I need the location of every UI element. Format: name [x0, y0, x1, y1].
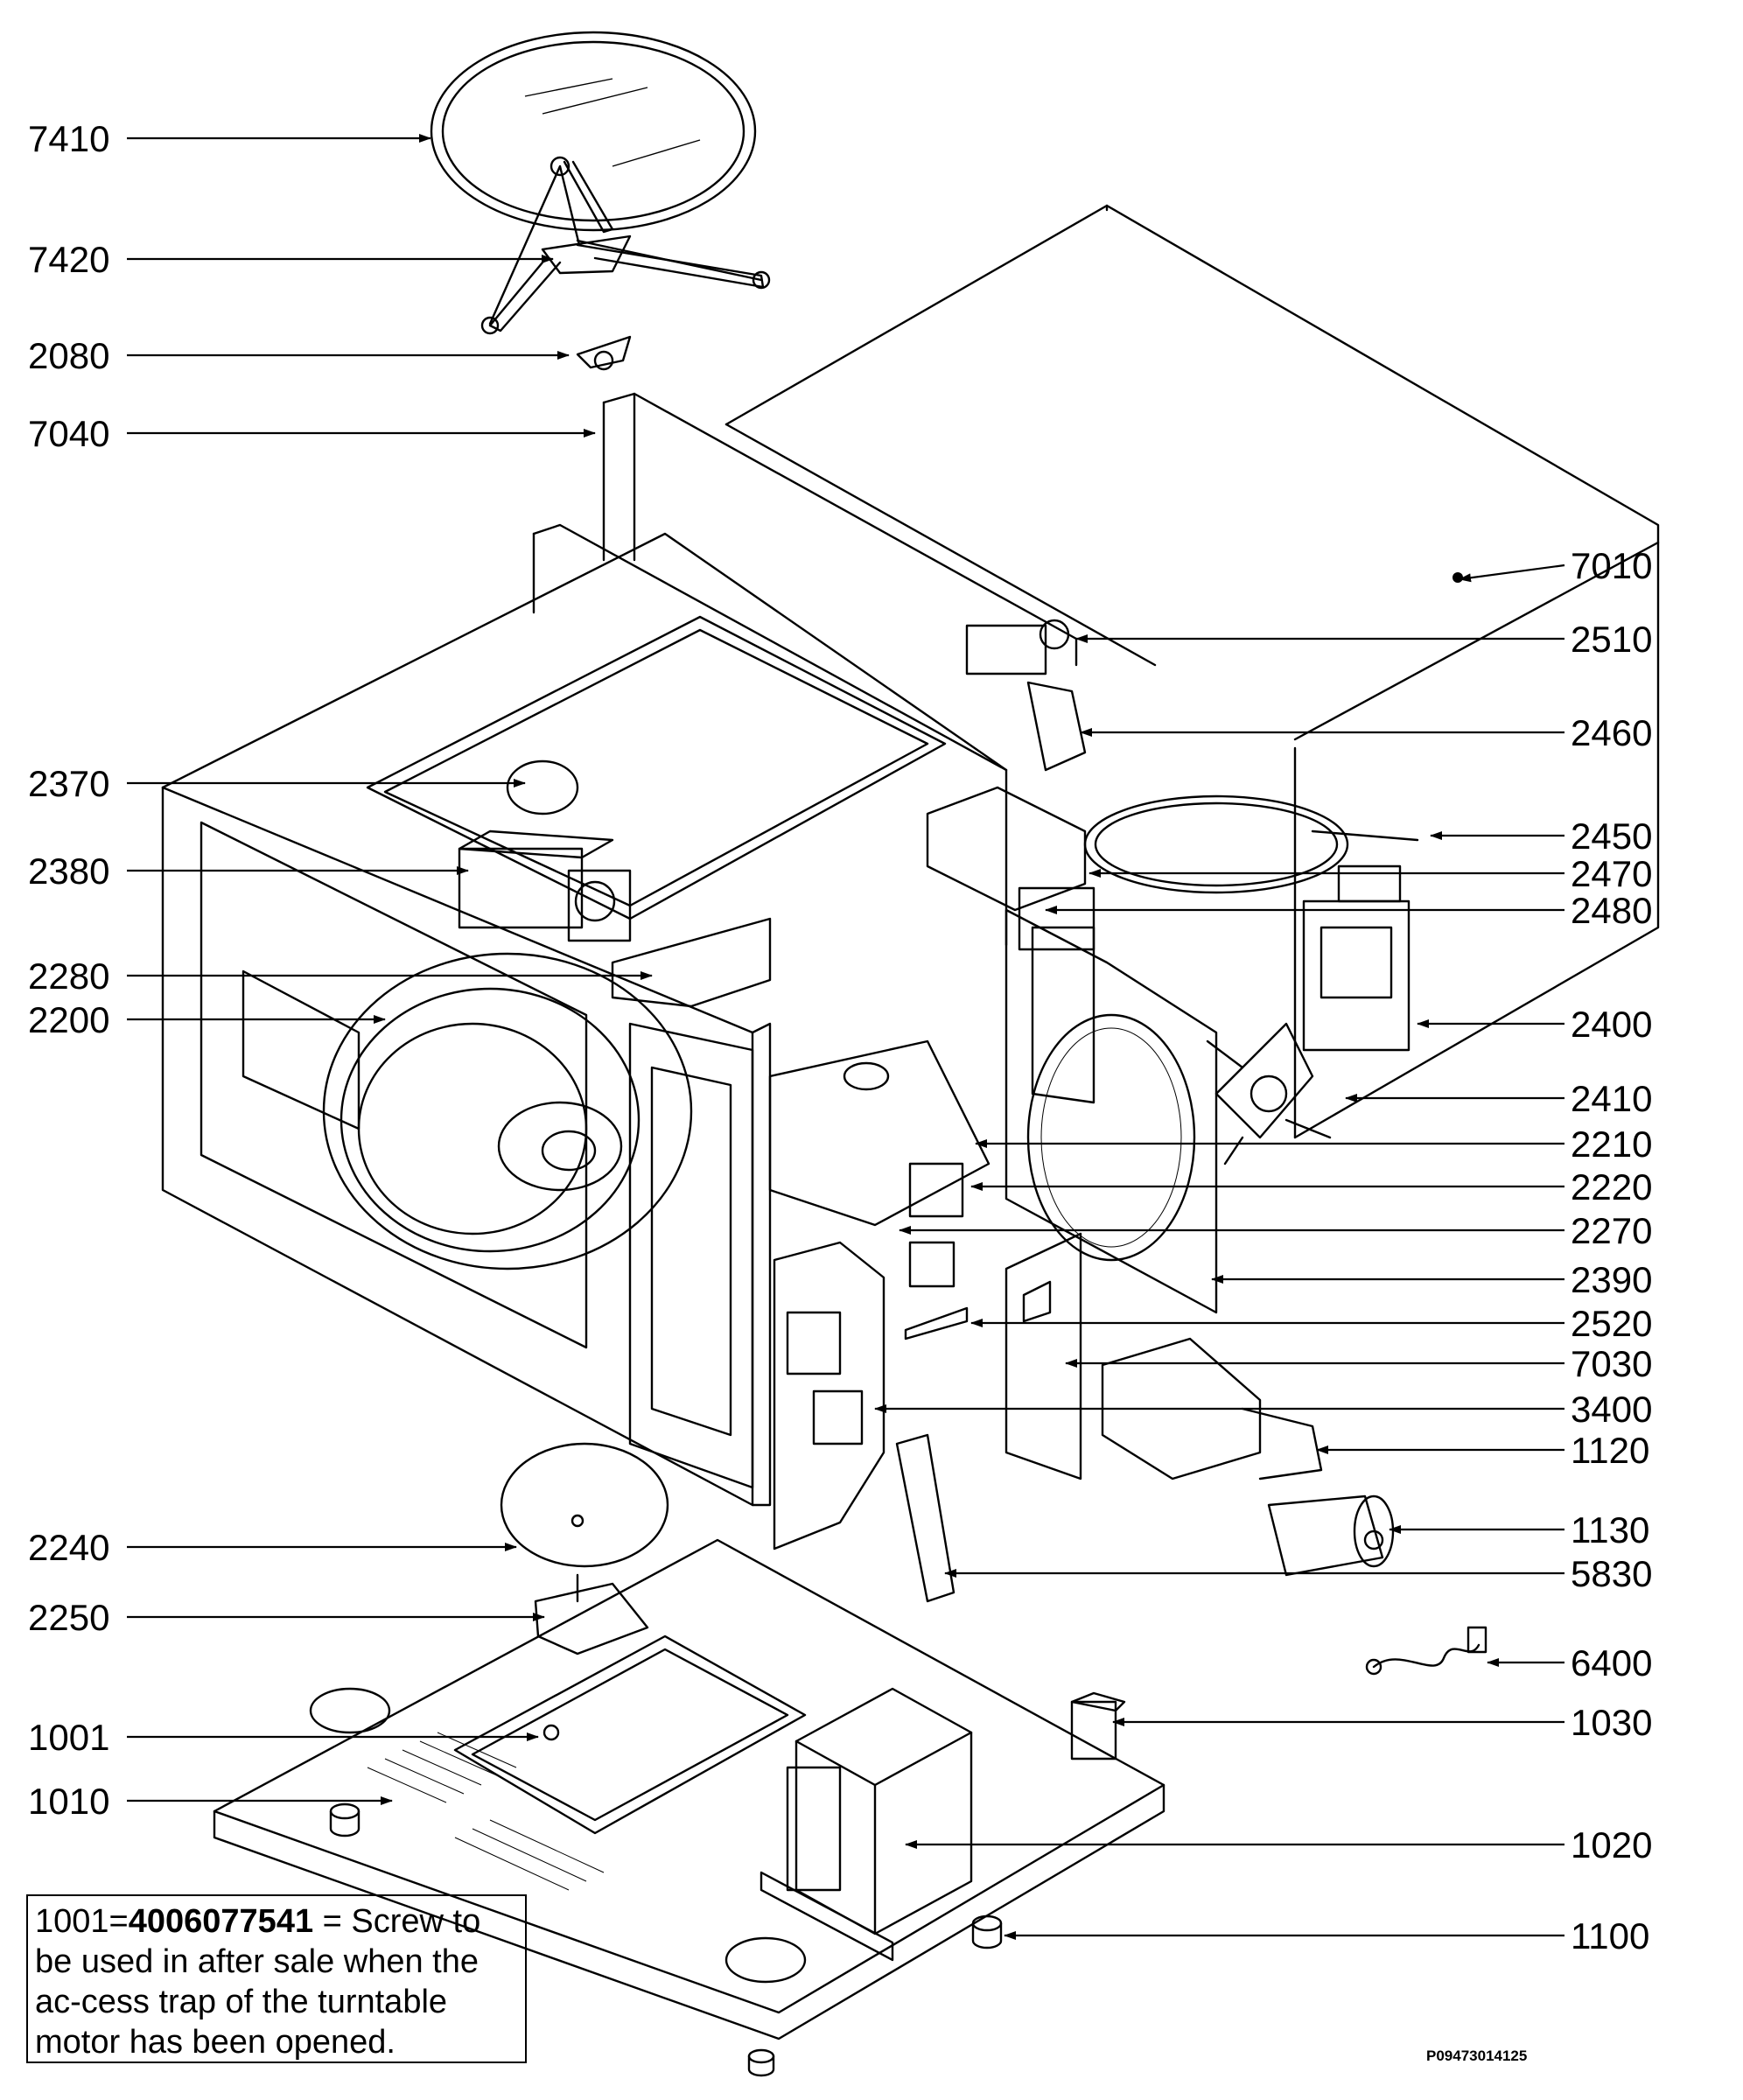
- callout-label-2410: 2410: [1571, 1078, 1652, 1119]
- fan-motor: [1208, 901, 1409, 1164]
- front-frame: [630, 1024, 752, 1488]
- callout-label-1130: 1130: [1571, 1509, 1649, 1550]
- note-equals-1: =: [108, 1903, 129, 1940]
- service-note: 1001=4006077541 = Screw to be used in af…: [26, 1894, 527, 2063]
- fan-duct-plate: [1006, 910, 1216, 1312]
- callout-label-1100: 1100: [1571, 1915, 1649, 1956]
- high-voltage-transformer: [761, 1689, 971, 1960]
- turntable-coupler: [578, 337, 630, 369]
- callout-label-2250: 2250: [28, 1597, 109, 1638]
- callout-label-2390: 2390: [1571, 1259, 1652, 1300]
- door-interlock: [774, 1242, 967, 1549]
- callout-label-2480: 2480: [1571, 890, 1652, 931]
- callout-label-2380: 2380: [28, 850, 109, 892]
- glass-turntable-plate: [431, 32, 755, 230]
- callout-label-1120: 1120: [1571, 1430, 1649, 1471]
- callout-label-2280: 2280: [28, 956, 109, 997]
- callout-label-2450: 2450: [1571, 816, 1652, 857]
- outer-casing: [726, 206, 1658, 1138]
- callout-label-7420: 7420: [28, 239, 109, 280]
- note-text: Screw to be used in after sale when the …: [35, 1903, 481, 2061]
- oven-cavity: [163, 525, 1006, 1505]
- earth-cable: [1367, 1628, 1486, 1674]
- callout-label-2210: 2210: [1571, 1124, 1652, 1165]
- callout-label-7030: 7030: [1571, 1343, 1652, 1384]
- callout-label-2470: 2470: [1571, 853, 1652, 894]
- drawing-reference-code: P09473014125: [1426, 2048, 1528, 2064]
- callout-label-2400: 2400: [1571, 1004, 1652, 1045]
- note-equals-2: =: [322, 1903, 342, 1940]
- power-cable: [1085, 796, 1418, 901]
- callout-label-7410: 7410: [28, 118, 109, 159]
- door-lever: [897, 1435, 954, 1601]
- capacitor: [1269, 1496, 1393, 1575]
- back-panel: [604, 394, 1076, 665]
- roller-support-spider: [482, 158, 769, 333]
- turntable-motor: [501, 1444, 668, 1654]
- callout-label-2200: 2200: [28, 999, 109, 1040]
- callout-label-1020: 1020: [1571, 1824, 1652, 1866]
- note-part-ref: 1001: [35, 1903, 109, 1940]
- callout-label-7040: 7040: [28, 413, 109, 454]
- callout-label-6400: 6400: [1571, 1642, 1652, 1684]
- callout-label-1010: 1010: [28, 1781, 109, 1822]
- callout-label-2220: 2220: [1571, 1166, 1652, 1208]
- callout-label-2240: 2240: [28, 1527, 109, 1568]
- base-plate: [214, 1540, 1164, 2039]
- callout-label-2370: 2370: [28, 763, 109, 804]
- protective-board: [1006, 1234, 1081, 1479]
- callout-label-2460: 2460: [1571, 712, 1652, 753]
- callout-label-2270: 2270: [1571, 1210, 1652, 1251]
- callout-leader-7010: [1459, 565, 1564, 583]
- callout-label-2080: 2080: [28, 335, 109, 376]
- upper-electrical-parts: [928, 620, 1094, 949]
- waveguide-component: [459, 761, 630, 941]
- callout-label-1030: 1030: [1571, 1702, 1652, 1743]
- callout-label-7010: 7010: [1571, 545, 1652, 586]
- small-bracket: [1072, 1693, 1124, 1759]
- callout-label-5830: 5830: [1571, 1553, 1652, 1594]
- callout-label-2510: 2510: [1571, 619, 1652, 660]
- rubber-feet: [331, 1804, 1001, 2076]
- waveguide-cover: [612, 919, 770, 1006]
- callout-label-1001: 1001: [28, 1717, 109, 1758]
- note-part-number: 4006077541: [128, 1903, 314, 1940]
- callout-label-3400: 3400: [1571, 1389, 1652, 1430]
- magnetron-assembly: [770, 1041, 989, 1286]
- callout-label-2520: 2520: [1571, 1303, 1652, 1344]
